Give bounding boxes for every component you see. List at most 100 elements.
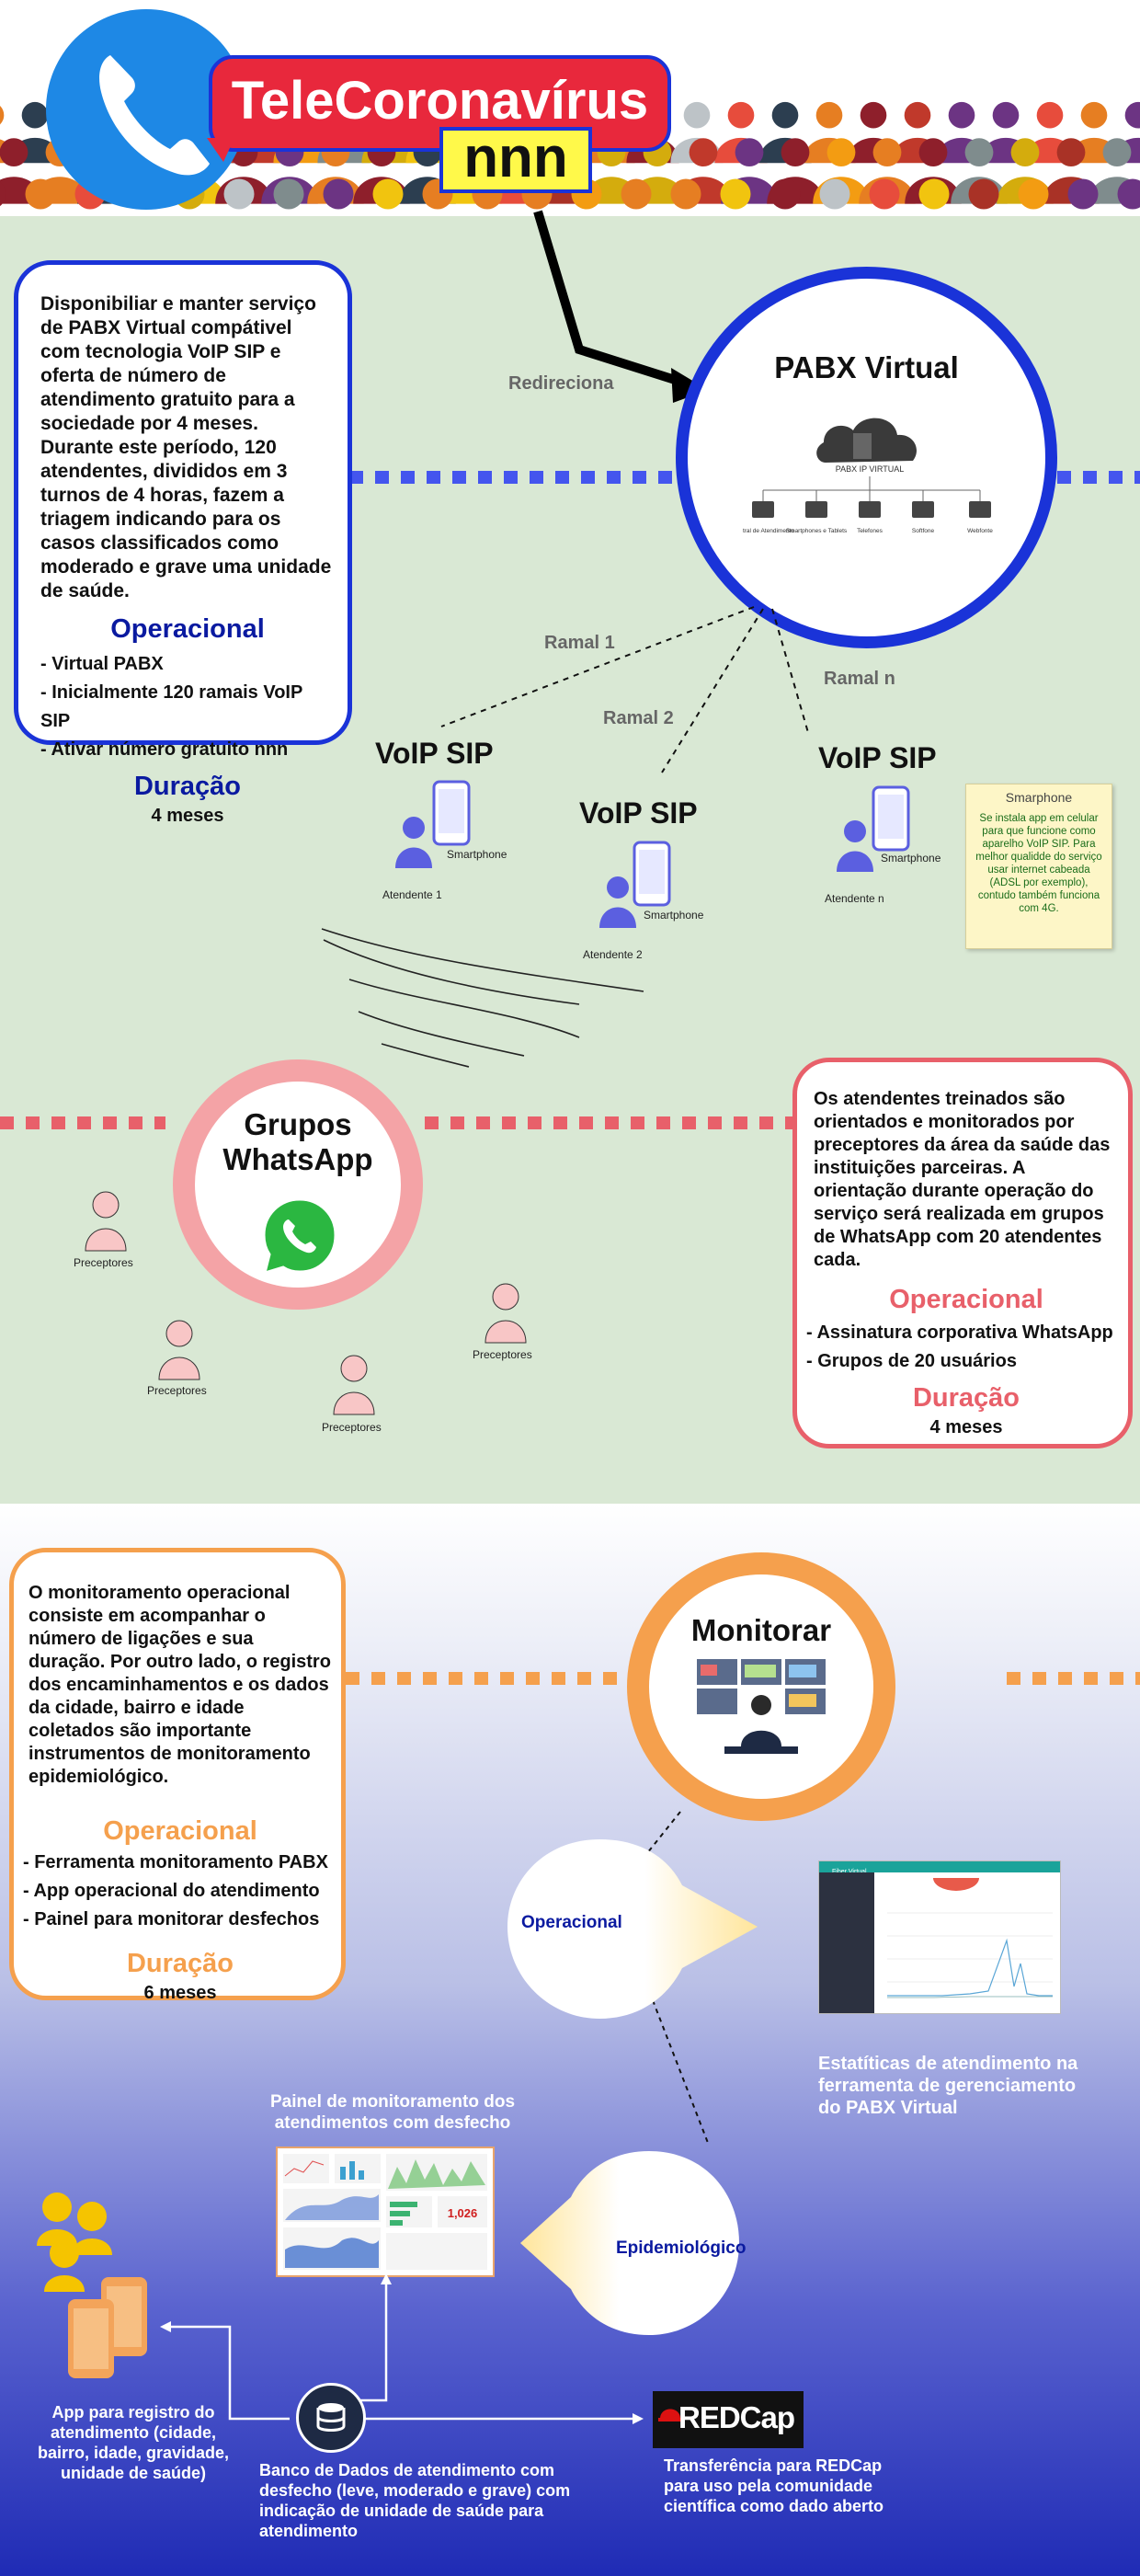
phone-logo	[46, 9, 246, 210]
database-caption: Banco de Dados de atendimento com desfec…	[259, 2461, 571, 2540]
redcap-logo-text: REDCap	[678, 2400, 795, 2434]
screenshot-chart	[887, 1878, 1053, 1998]
database-icon	[316, 2403, 346, 2432]
attendant-n-label: Atendente n	[825, 892, 884, 905]
crowd-head-icon	[815, 101, 843, 129]
crowd-head-icon	[727, 101, 755, 129]
monitor-circle: Monitorar	[649, 1574, 873, 1799]
panel-screenshot: 1,026	[276, 2147, 495, 2277]
device-label: Webfonte	[967, 528, 993, 534]
crowd-head-icon	[683, 101, 711, 129]
blue-dashed-line-right	[1057, 471, 1140, 484]
redcap-emblem-icon	[658, 2409, 682, 2421]
bubble-tail	[207, 138, 234, 162]
crowd-head-icon	[372, 178, 404, 210]
crowd-head-icon	[1010, 138, 1040, 167]
voip-label-n: VoIP SIP	[818, 741, 937, 774]
monitor-duration-heading: Duração	[126, 1949, 234, 1978]
list-item: - Inicialmente 120 ramais VoIP SIP	[40, 682, 302, 731]
connection-strokes	[321, 928, 644, 1068]
redirect-label: Redireciona	[508, 373, 614, 394]
voip-label-2: VoIP SIP	[579, 796, 698, 830]
pabx-operacional-heading: Operacional	[110, 614, 265, 644]
crowd-head-icon	[621, 178, 652, 210]
list-item: - Painel para monitorar desfechos	[23, 1909, 320, 1929]
crowd-head-icon	[0, 105, 5, 125]
database-node	[296, 2383, 366, 2453]
crowd-head-icon	[826, 138, 856, 167]
device-icon	[969, 501, 991, 518]
pabx-stats-screenshot: Fiber Virtual	[818, 1860, 1061, 2014]
screenshot-header: Fiber Virtual	[819, 1861, 1060, 1875]
crowd-head-icon	[223, 178, 255, 210]
crowd-head-icon	[918, 178, 950, 210]
device-icon	[752, 501, 774, 518]
red-dashed-line-left	[0, 1116, 165, 1129]
crowd-head-icon	[1036, 101, 1064, 129]
crowd-head-icon	[968, 178, 999, 210]
crowd-head-icon	[869, 178, 900, 210]
screenshot-sidebar	[819, 1872, 874, 2013]
note-text: Se instala app em celular para que funci…	[975, 813, 1102, 914]
smartphone-note: Smarphone Se instala app em celular para…	[965, 784, 1112, 949]
device-icon	[805, 501, 827, 518]
crowd-head-icon	[1102, 138, 1132, 167]
note-title: Smarphone	[1005, 790, 1073, 805]
smartphone-label-1: Smartphone	[447, 848, 507, 861]
pabx-info-card: Disponibiliar e manter serviço de PABX V…	[14, 260, 352, 826]
ramal-2-label: Ramal 2	[603, 708, 674, 728]
monitor-screens-icon	[697, 1659, 826, 1754]
crowd-head-icon	[21, 101, 49, 129]
crowd-head-icon	[1124, 101, 1140, 129]
phone-icon	[99, 55, 210, 176]
crowd-head-icon	[25, 178, 56, 210]
attendant-icon	[844, 820, 866, 842]
bottom-connectors	[160, 2273, 644, 2424]
orange-dashed-line-left	[346, 1672, 633, 1685]
crowd-head-icon	[1117, 178, 1140, 210]
preceptor-label-4: Preceptores	[473, 1348, 532, 1361]
crowd-head-icon	[771, 101, 799, 129]
crowd-head-icon	[819, 178, 850, 210]
crowd-head-icon	[0, 138, 28, 166]
crowd-head-icon	[1018, 178, 1049, 210]
list-item: - App operacional do atendimento	[23, 1881, 320, 1901]
crowd-head-icon	[918, 138, 948, 167]
monitor-title: Monitorar	[690, 1613, 832, 1647]
monitor-info-card: O monitoramento operacional consiste em …	[9, 1548, 346, 2003]
pabx-duration-heading: Duração	[133, 772, 242, 801]
crowd-head-icon	[904, 101, 931, 129]
crowd-head-icon	[0, 181, 6, 207]
whatsapp-title-2: WhatsApp	[222, 1142, 373, 1176]
crowd-head-icon	[1056, 138, 1086, 167]
attendant-icon	[607, 876, 629, 899]
monitor-connectors	[643, 1811, 709, 2144]
list-item: - Virtual PABX	[40, 654, 164, 674]
whatsapp-duration-value: 4 meses	[929, 1417, 1003, 1437]
preceptor-label-1: Preceptores	[74, 1256, 133, 1269]
crowd-head-icon	[781, 138, 810, 167]
attendants-illustration	[395, 780, 910, 928]
pabx-operacional-list: - Virtual PABX - Inicialmente 120 ramais…	[40, 650, 335, 764]
attendant-2-label: Atendente 2	[583, 948, 643, 961]
preceptor-icon	[92, 1191, 120, 1219]
whatsapp-title-1: Grupos	[244, 1107, 352, 1141]
redcap-logo: REDCap	[653, 2391, 804, 2448]
pabx-cloud-diagram: PABX IP VIRTUAL Central de AtendimentoSm…	[743, 418, 993, 534]
crowd-head-icon	[992, 101, 1020, 129]
orange-dashed-line-right	[1007, 1672, 1140, 1685]
crowd-head-icon	[720, 178, 751, 210]
whatsapp-operacional-list: - Assinatura corporativa WhatsApp - Grup…	[806, 1319, 1119, 1376]
pabx-title: PABX Virtual	[774, 350, 959, 384]
crowd-head-icon	[323, 178, 354, 210]
preceptors-illustration	[85, 1191, 527, 1415]
crowd-head-icon	[273, 178, 304, 210]
pabx-description: Disponibiliar e manter serviço de PABX V…	[40, 293, 332, 601]
whatsapp-description: Os atendentes treinados são orientados e…	[814, 1089, 1111, 1270]
monitor-duration-value: 6 meses	[143, 1983, 217, 2003]
crowd-head-icon	[964, 138, 994, 167]
preceptor-icon	[165, 1320, 193, 1347]
monitor-operacional-list: - Ferramenta monitoramento PABX - App op…	[23, 1849, 332, 1934]
crowd-head-icon	[670, 178, 701, 210]
crowd-head-icon	[872, 138, 902, 167]
